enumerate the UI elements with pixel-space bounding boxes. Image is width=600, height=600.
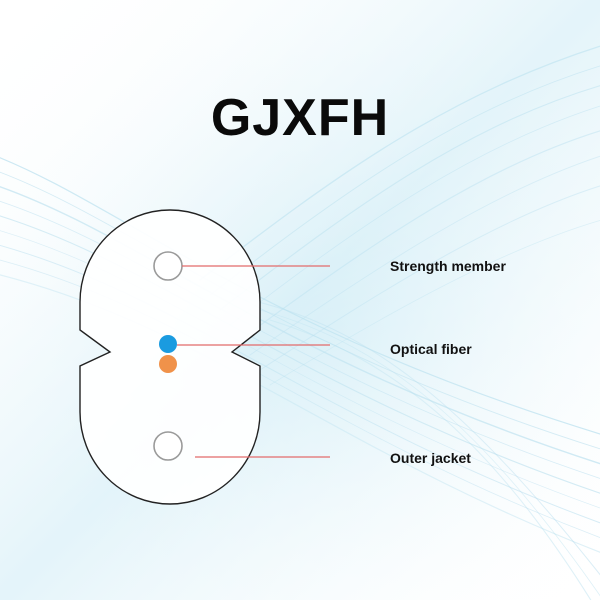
strength-member-bottom [153, 431, 183, 461]
page-title: GJXFH [210, 89, 390, 147]
label-optical-fiber: Optical fiber [390, 341, 472, 357]
optical-fiber-orange [159, 355, 177, 373]
strength-member-top [153, 251, 183, 281]
label-outer-jacket: Outer jacket [390, 450, 471, 466]
optical-fiber-blue [159, 335, 177, 353]
label-strength-member: Strength member [390, 258, 506, 274]
